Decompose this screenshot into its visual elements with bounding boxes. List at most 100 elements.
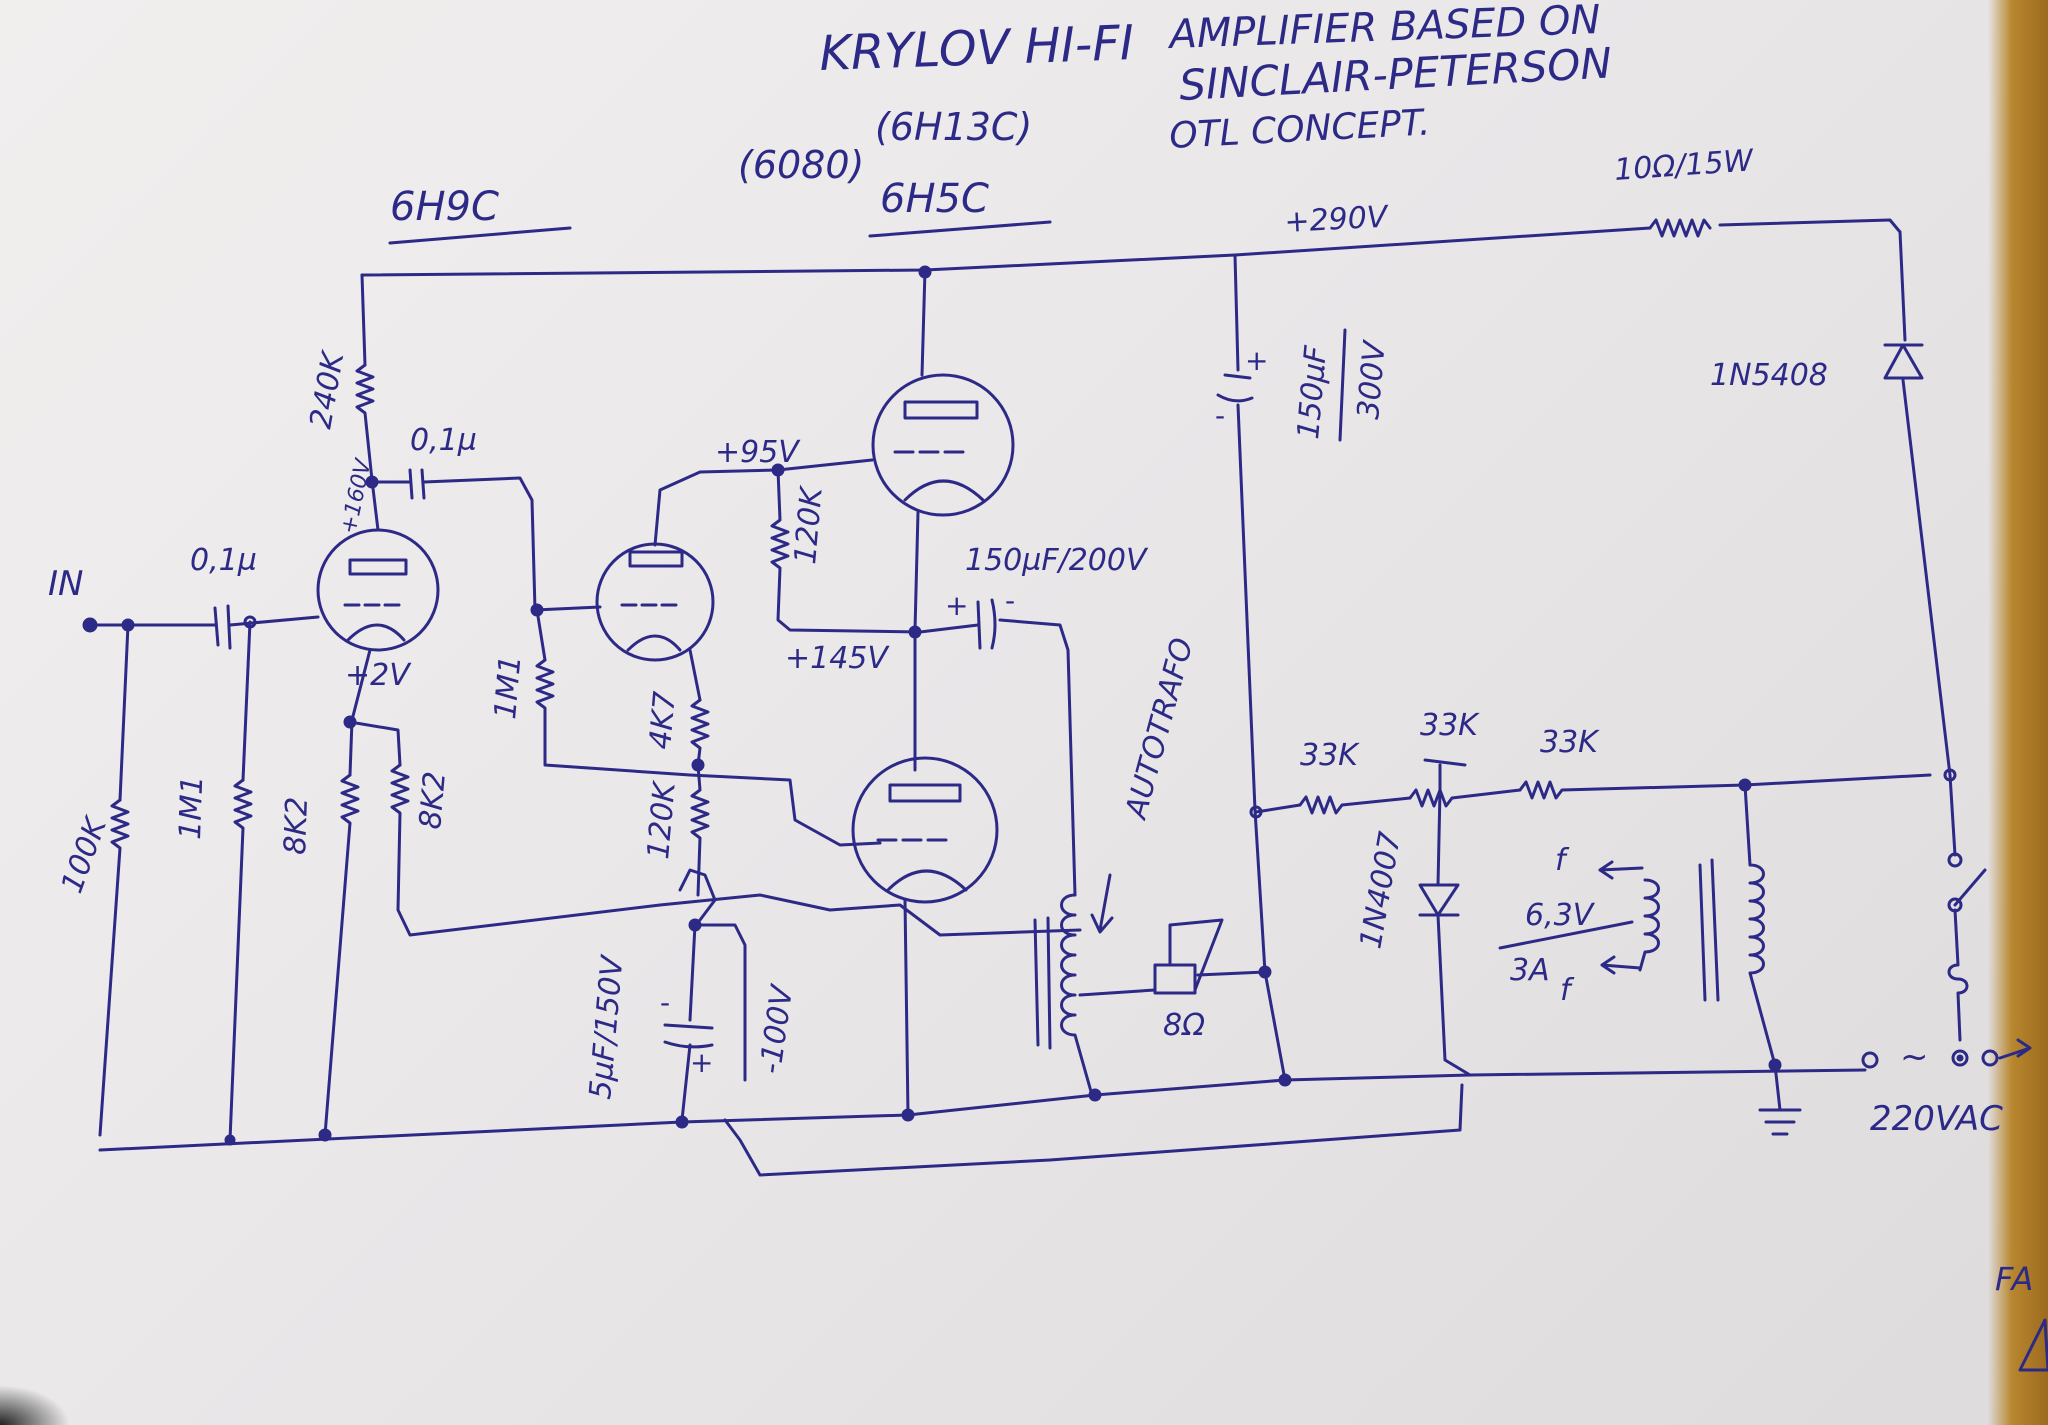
cathode-6h9c (346, 623, 406, 642)
polarity-psu-plus: + (1245, 344, 1268, 377)
wire-boot (918, 623, 980, 634)
label-120k-low: 120K (641, 779, 683, 861)
resistor-4k7 (690, 698, 710, 767)
label-100k: 100K (55, 811, 115, 897)
terminal-mains-a (1861, 1051, 1879, 1069)
wire-psu-vert (1233, 253, 1240, 372)
label-heater-f1: f (1555, 843, 1570, 878)
resistor-8k2-a (323, 773, 360, 1137)
wire-neg-bus (723, 1083, 1464, 1177)
node-gnd-trafo (1088, 1088, 1102, 1102)
resistor-33k-b (1408, 788, 1522, 808)
anode-6h9c (348, 558, 408, 576)
resistor-120k-low (690, 763, 710, 897)
label-m100: -100V (753, 981, 800, 1076)
anode-output-lower (888, 783, 962, 803)
anode-output-upper (903, 400, 979, 420)
wire-100k (118, 623, 130, 802)
resistor-240k (355, 363, 380, 532)
resistor-1m1-grid (228, 778, 253, 1142)
resistor-100k (98, 798, 130, 1137)
wire-1n4007-low (1436, 913, 1472, 1077)
label-autotrafo: AUTOTRAFO (1118, 634, 1200, 824)
node-1n5408 (1943, 768, 1957, 782)
cathode-output-upper (903, 479, 985, 502)
wire-1n5408 (1898, 230, 1907, 342)
label-heater-v: 6,3V (1525, 898, 1596, 933)
tube-output-upper (871, 373, 1015, 517)
cathode-output-lower (886, 869, 968, 892)
resistor-33k-a (1298, 795, 1412, 815)
label-150u300b: 300V (1351, 338, 1393, 421)
wire-240k-top (360, 273, 367, 367)
resistor-33k-c (1518, 773, 1932, 800)
label-4k7: 4K7 (643, 690, 683, 751)
diode-1n5408 (1883, 343, 1924, 380)
label-5uf: 5µF/150V (583, 952, 631, 1100)
label-8k2-b: 8K2 (413, 770, 453, 831)
wire-1n5408-low (1901, 378, 1957, 857)
ground-symbol (1758, 1063, 1802, 1136)
wire-upper-anode (920, 268, 927, 377)
trafo-secondary (1638, 878, 1660, 972)
label-heater-a: 3A (1510, 953, 1550, 988)
tube-label-6h9c: 6H9C (390, 184, 499, 230)
underline-6h9c (388, 226, 572, 245)
wire-in-grid (228, 615, 320, 627)
wire-95v-out (776, 458, 874, 472)
title-line1a: KRYLOV HI-FI (818, 15, 1134, 82)
tube-output-lower (851, 756, 999, 904)
wire-bplus (360, 226, 1652, 277)
label-290v: +290V (1284, 200, 1391, 240)
label-33k-b: 33K (1420, 708, 1480, 743)
cap-in (213, 604, 232, 650)
label-corner: FA (1995, 1260, 2033, 1298)
label-120k-top: 120K (788, 484, 830, 566)
label-c-in: 0,1µ (190, 543, 257, 578)
wire-1m1-mid (535, 608, 547, 662)
label-speaker: 8Ω (1163, 1008, 1205, 1043)
wire-mains-arrow (1998, 1038, 2032, 1060)
wire-5uf-low (680, 1043, 692, 1122)
node-bplus-upper (918, 265, 932, 279)
label-10ohm: 10Ω/15W (1613, 143, 1755, 188)
wire-grid-driver (533, 605, 602, 612)
label-in: IN (48, 564, 83, 604)
polarity-5uf-minus: - (660, 986, 670, 1019)
tube-driver (595, 542, 715, 662)
terminal-mains-c (1981, 1049, 1999, 1067)
polarity-5uf-plus: + (690, 1046, 713, 1079)
polarity-psu-minus: - (1215, 399, 1225, 432)
resistor-1m1-mid (535, 658, 882, 847)
label-150u200: 150µF/200V (965, 543, 1149, 578)
wire-driver-cath (688, 648, 702, 702)
table-edge (1988, 0, 2048, 1425)
trafo-primary (1743, 783, 1777, 1067)
terminal-mains-b (1951, 1049, 1969, 1067)
trafo-core (1698, 858, 1720, 1002)
polarity-boot-minus: - (1005, 584, 1015, 617)
wire-upper-cath (913, 510, 920, 772)
switch-top (1947, 852, 1963, 868)
resistor-10ohm (1648, 218, 1712, 238)
label-c-couple: 0,1µ (410, 423, 477, 458)
speaker-body (1153, 963, 1197, 995)
fuse (1947, 908, 1969, 1042)
label-1m1-left: 1M1 (173, 775, 210, 840)
label-mains: 220VAC (1870, 1099, 2003, 1139)
cathode-driver (626, 634, 682, 652)
label-mains-sym: ~ (1900, 1037, 1929, 1077)
wire-m100 (693, 923, 747, 1082)
diode-1n4007 (1418, 883, 1460, 917)
label-1n4007: 1N4007 (1353, 829, 1408, 951)
wire-lower-cath (903, 898, 910, 1117)
wire-tap (1078, 988, 1157, 997)
wire-5uf (688, 923, 697, 1022)
label-2v: +2V (345, 658, 412, 693)
polarity-boot-plus: + (945, 589, 968, 622)
wire-gnd-main (98, 1068, 1867, 1152)
label-1n5408: 1N5408 (1710, 358, 1828, 393)
node-gnd-1m1 (224, 1134, 236, 1146)
terminal-mains-b-dot (1956, 1054, 1964, 1062)
